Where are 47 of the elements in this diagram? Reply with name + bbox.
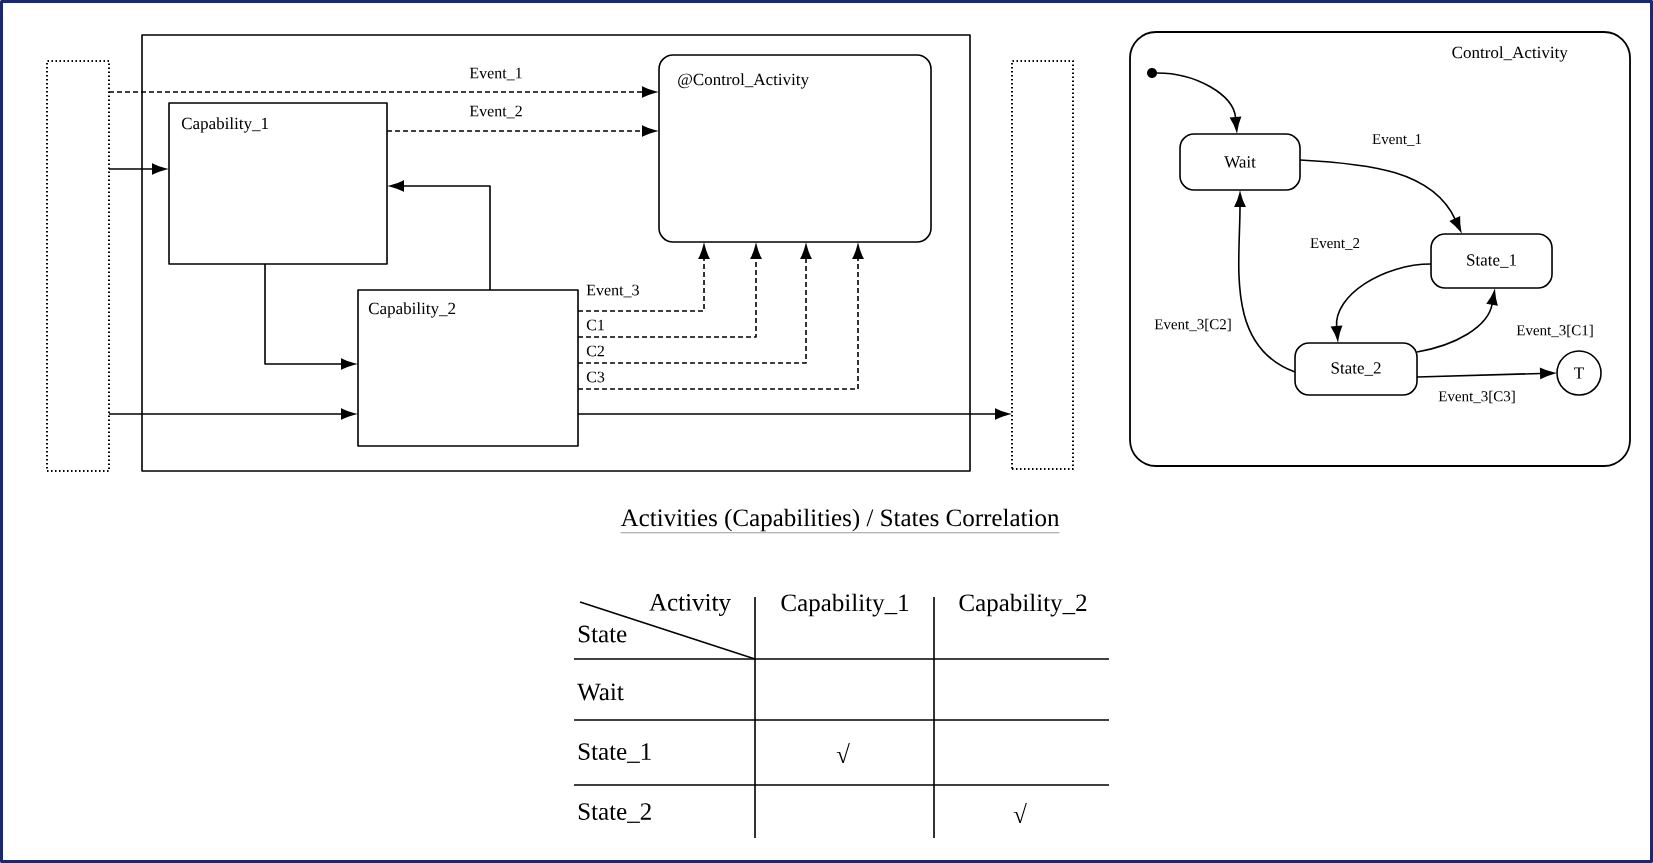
row-header: State <box>578 625 627 643</box>
state-box: State_2 <box>1294 342 1418 396</box>
arrow <box>108 86 657 98</box>
edge-label: C2 <box>585 344 606 358</box>
table-title: Activities (Capabilities) / States Correlation <box>620 508 1060 533</box>
arrow <box>1299 159 1462 232</box>
edge-label: C3 <box>585 370 606 384</box>
arrow <box>108 408 356 420</box>
arrow <box>1234 192 1296 373</box>
column-header: Capability_2 <box>959 593 1087 617</box>
arrow <box>264 263 356 370</box>
edge-label: Event_2 <box>1309 237 1361 251</box>
row-label: State_1 <box>578 743 651 763</box>
arrow <box>1156 72 1242 132</box>
edge-label: Event_1 <box>468 66 524 82</box>
arrow <box>1416 290 1498 353</box>
state-box: State_1 <box>1430 233 1553 289</box>
edge-label: Event_1 <box>1371 133 1423 147</box>
arrow <box>577 244 812 364</box>
column-header: Activity <box>649 594 731 616</box>
arrow <box>1331 263 1432 341</box>
row-label: State_2 <box>578 803 651 823</box>
edge-label: Event_2 <box>468 104 524 120</box>
edge-label: Event_3[C3] <box>1437 389 1517 405</box>
arrow <box>577 244 762 338</box>
arrow <box>577 408 1010 420</box>
arrow <box>386 125 657 137</box>
capability-box: Capability_1 <box>168 102 388 265</box>
edge-label: Event_3[C1] <box>1515 323 1595 339</box>
state-box: Wait <box>1179 133 1301 191</box>
arrow <box>1416 368 1555 379</box>
dotted-frame <box>1011 60 1074 470</box>
arrow <box>389 180 491 291</box>
edge-label: Event_3 <box>585 283 641 299</box>
edge-label: C1 <box>585 318 606 332</box>
capability-box: Capability_2 <box>357 289 579 447</box>
dotted-frame <box>46 60 110 472</box>
check-mark: √ <box>836 743 850 763</box>
arrow <box>108 163 167 175</box>
edge-label: Event_3[C2] <box>1153 317 1233 333</box>
arrow <box>577 244 864 390</box>
column-header: Capability_1 <box>781 593 909 617</box>
rounded-box: @Control_Activity <box>658 54 932 243</box>
check-mark: √ <box>1013 803 1027 823</box>
row-label: Wait <box>577 683 624 701</box>
arrow <box>577 244 710 312</box>
activity-frame <box>141 34 971 472</box>
